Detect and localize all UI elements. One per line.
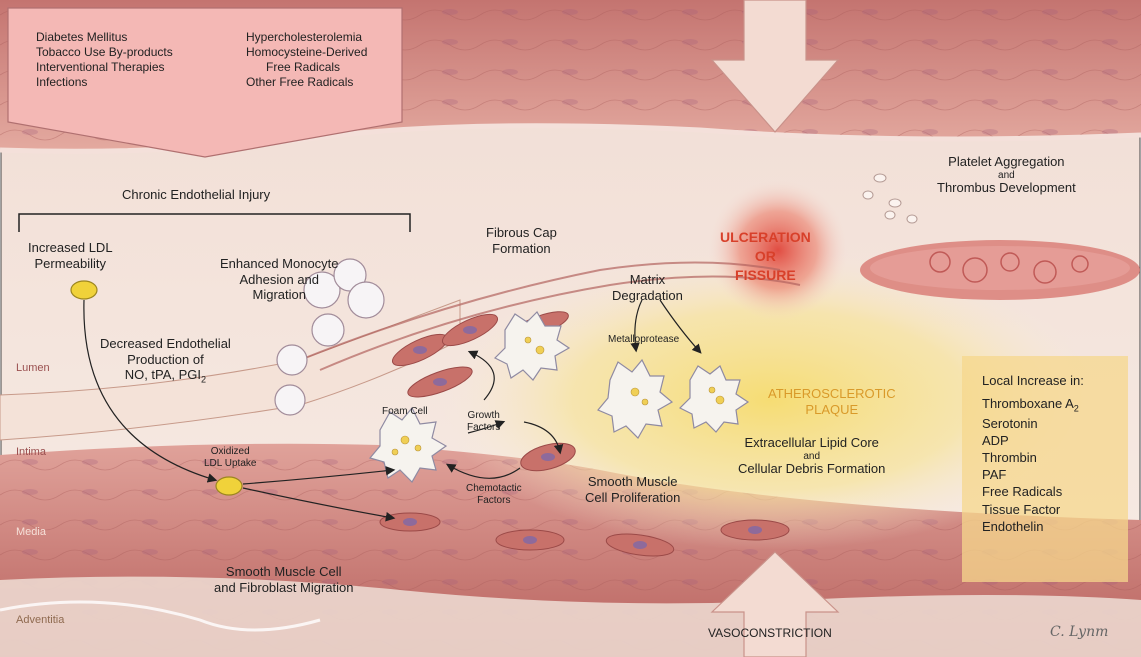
growth-factors-label: Growth Factors <box>467 410 500 434</box>
mediator-item: Free Radicals <box>982 483 1084 500</box>
mediator-item: Serotonin <box>982 415 1084 432</box>
fibrous-cap-label: Fibrous Cap Formation <box>486 225 557 256</box>
risk-factors-col1: Diabetes Mellitus Tobacco Use By-product… <box>36 30 173 90</box>
smc-proliferation-label: Smooth Muscle Cell Proliferation <box>585 474 680 505</box>
layer-label-media: Media <box>16 526 46 538</box>
chronic-injury-label: Chronic Endothelial Injury <box>122 187 270 203</box>
monocyte-label: Enhanced Monocyte Adhesion and Migration <box>220 256 339 303</box>
mediator-item: Thrombin <box>982 449 1084 466</box>
mediators-heading: Local Increase in: <box>982 372 1084 389</box>
mediator-item: ADP <box>982 432 1084 449</box>
risk-factor: Other Free Radicals <box>246 75 367 90</box>
oxidized-ldl-label: Oxidized LDL Uptake <box>204 446 256 470</box>
risk-factor: Interventional Therapies <box>36 60 173 75</box>
lipid-core-label: Extracellular Lipid Core and Cellular De… <box>738 436 885 477</box>
chemotactic-factors-label: Chemotactic Factors <box>466 483 522 507</box>
risk-factor: Tobacco Use By-products <box>36 45 173 60</box>
ulceration-label: ULCERATION OR FISSURE <box>720 228 811 285</box>
mediator-item: Tissue Factor <box>982 501 1084 518</box>
foam-cell-label: Foam Cell <box>382 406 428 418</box>
layer-label-lumen: Lumen <box>16 362 50 374</box>
risk-factor: Hypercholesterolemia <box>246 30 367 45</box>
mediator-item: Thromboxane A2 <box>982 395 1084 415</box>
layer-label-adventitia: Adventitia <box>16 614 64 626</box>
vasoconstriction-label: VASOCONSTRICTION <box>708 626 832 640</box>
endothelial-production-label: Decreased Endothelial Production of NO, … <box>100 336 231 386</box>
risk-factor: Free Radicals <box>246 60 367 75</box>
matrix-degradation-label: Matrix Degradation <box>612 272 683 303</box>
ldl-permeability-label: Increased LDL Permeability <box>28 240 113 271</box>
risk-factor: Diabetes Mellitus <box>36 30 173 45</box>
risk-factor: Infections <box>36 75 173 90</box>
platelet-label: Platelet Aggregation and Thrombus Develo… <box>937 155 1076 196</box>
plaque-label: ATHEROSCLEROTIC PLAQUE <box>768 386 896 417</box>
metalloprotease-label: Metalloprotease <box>608 334 679 346</box>
local-mediators-box: Local Increase in: Thromboxane A2 Seroto… <box>982 372 1084 535</box>
risk-factors-col2: Hypercholesterolemia Homocysteine-Derive… <box>246 30 367 90</box>
mediator-item: PAF <box>982 466 1084 483</box>
risk-factor: Homocysteine-Derived <box>246 45 367 60</box>
smc-migration-label: Smooth Muscle Cell and Fibroblast Migrat… <box>214 564 353 595</box>
mediator-item: Endothelin <box>982 518 1084 535</box>
layer-label-intima: Intima <box>16 446 46 458</box>
artist-signature: C. Lynm <box>1050 624 1108 641</box>
